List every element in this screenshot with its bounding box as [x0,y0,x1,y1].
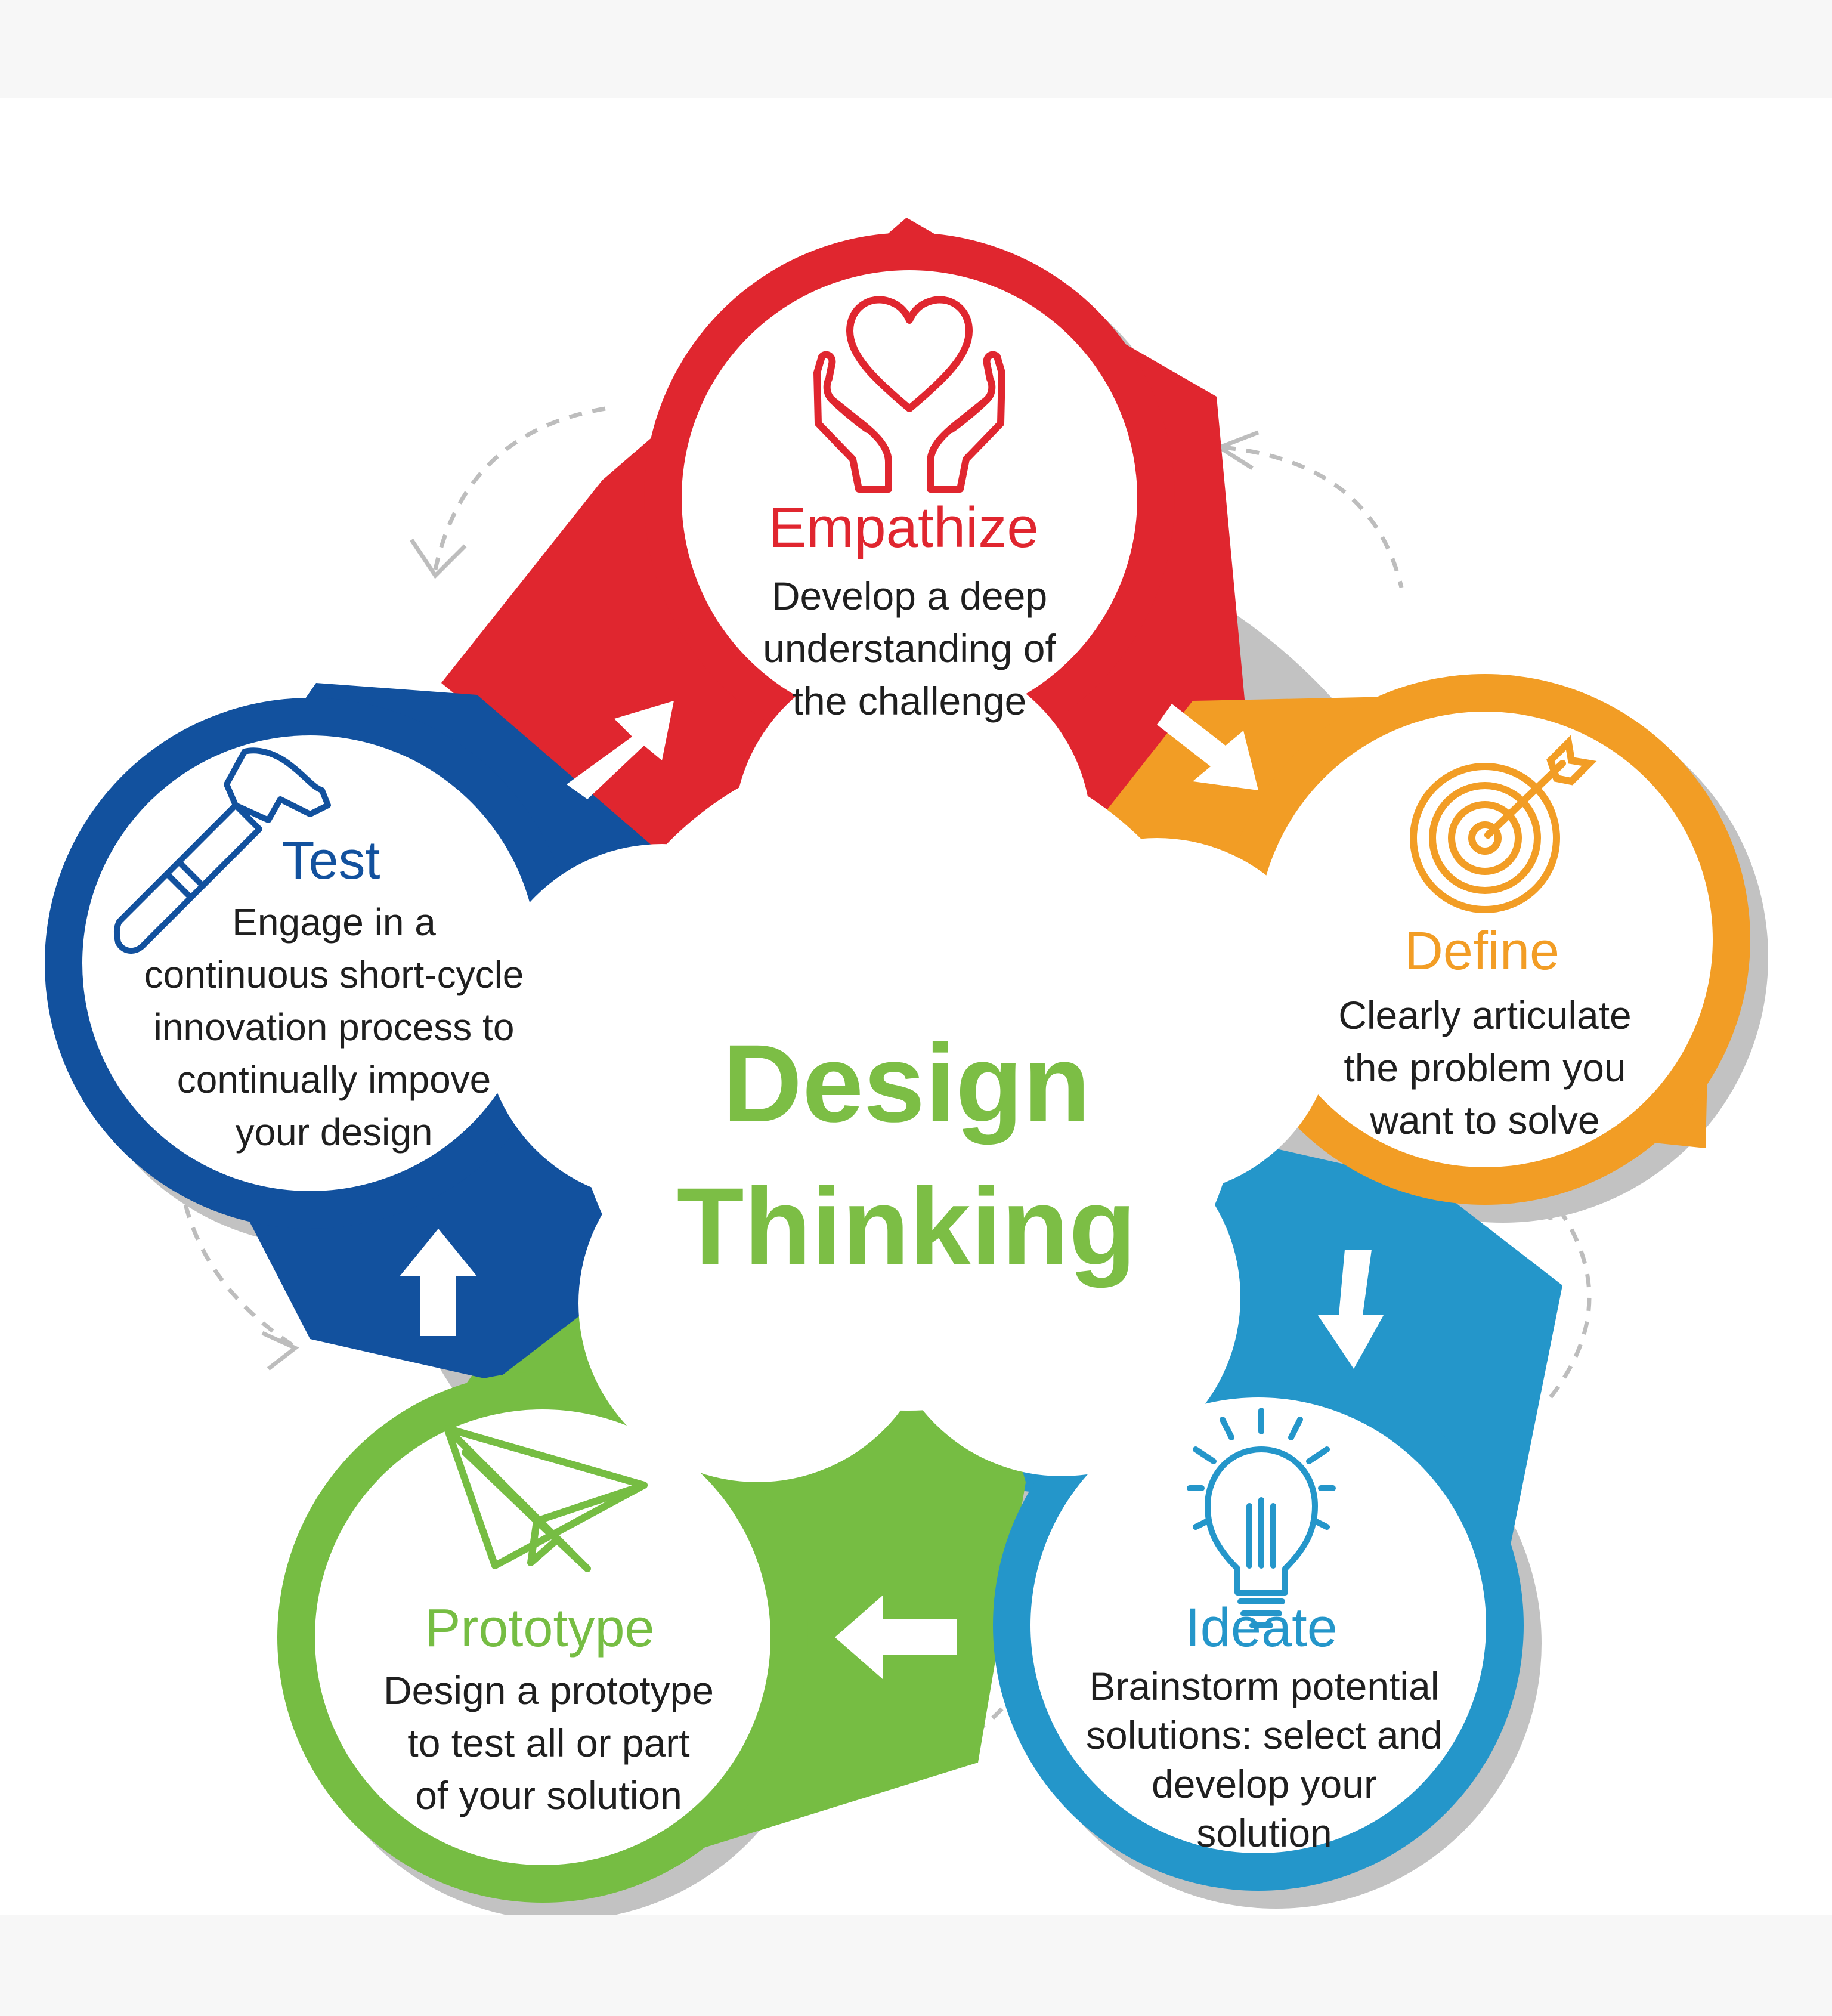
target-icon [1410,735,1597,913]
flow-arrows [400,701,1384,1679]
diagram-canvas: Empathize Develop a deep understanding o… [0,98,1832,1915]
stage-desc-line: understanding of [763,626,1056,670]
stage-desc-line: continually impove [177,1058,491,1101]
stage-desc-line: your design [236,1111,433,1154]
stage-desc-line: Develop a deep [772,574,1047,618]
stage-title-prototype: Prototype [425,1598,654,1658]
stage-desc-line: to test all or part [407,1721,689,1765]
arrow-define-to-ideate [1318,1250,1384,1369]
paper-plane-icon [444,1425,648,1572]
center-blob [483,653,1336,1482]
arrow-empathize-to-define [1157,704,1258,790]
design-thinking-diagram: Empathize Develop a deep understanding o… [45,218,1768,1915]
stage-desc-line: Clearly articulate [1338,993,1632,1037]
stage-desc-line: the problem you [1344,1046,1626,1090]
stage-test: Test Engage in a continuous short-cycle … [144,831,524,1154]
stage-desc-line: the challenge [793,679,1027,723]
stage-desc-line: develop your [1152,1762,1377,1806]
stage-desc-line: want to solve [1369,1098,1599,1142]
center-title: Design Thinking [677,1022,1137,1288]
stage-title-ideate: Ideate [1185,1597,1338,1658]
center-title-line1: Design [723,1022,1091,1145]
stage-desc-line: Design a prototype [383,1668,714,1712]
arrow-prototype-to-test [400,1229,477,1336]
stage-desc-line: solutions: select and [1086,1713,1443,1757]
stage-empathize: Empathize Develop a deep understanding o… [763,496,1056,723]
stage-desc-line: of your solution [415,1773,682,1817]
stage-prototype: Prototype Design a prototype to test all… [383,1598,714,1817]
heart-hands-icon [813,296,1005,493]
outer-arrow-empathize-to-define [1222,445,1404,588]
stage-ideate: Ideate Brainstorm potential solutions: s… [1086,1597,1443,1855]
stage-desc-line: Engage in a [232,901,436,944]
outer-arrow-test-to-empathize [433,406,606,570]
stage-title-empathize: Empathize [768,496,1039,559]
stage-desc-line: continuous short-cycle [144,953,524,996]
outer-arrow-define-to-ideate [1543,1188,1592,1406]
stage-title-test: Test [281,831,380,890]
center-title-line2: Thinking [677,1165,1137,1288]
arrow-ideate-to-prototype [835,1596,957,1679]
stage-title-define: Define [1404,922,1559,981]
stage-desc-line: solution [1196,1811,1332,1855]
stage-define: Define Clearly articulate the problem yo… [1338,922,1632,1142]
stage-desc-line: innovation process to [154,1006,515,1049]
stage-desc-line: Brainstorm potential [1090,1664,1440,1708]
hammer-icon [113,747,331,954]
lightbulb-icon [1187,1408,1336,1628]
arrow-test-to-empathize [567,701,674,799]
